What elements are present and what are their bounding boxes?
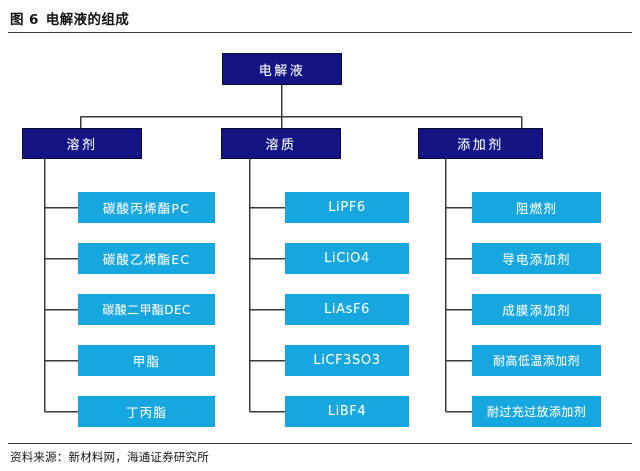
figure-title-text: 电解液的组成 [45, 12, 130, 28]
leaf-additive-3[interactable]: 成膜添加剂 [472, 294, 601, 325]
node-branch-additive-label: 添加剂 [457, 138, 504, 153]
node-branch-additive[interactable]: 添加剂 [418, 128, 543, 159]
node-root-label: 电解液 [258, 63, 306, 79]
leaf-solvent-1-label: 碳酸丙烯酯PC [102, 201, 191, 216]
page-title: 图 6 电解液的组成 [10, 8, 129, 28]
leaf-additive-2[interactable]: 导电添加剂 [472, 243, 601, 274]
leaf-solvent-1[interactable]: 碳酸丙烯酯PC [78, 192, 215, 223]
leaf-solute-5-label: LiBF4 [327, 404, 367, 419]
leaf-solvent-5-label: 丁丙脂 [125, 405, 168, 420]
leaf-solute-2[interactable]: LiClO4 [285, 243, 409, 274]
leaf-solvent-2-label: 碳酸乙烯酯EC [102, 252, 191, 267]
leaf-solute-1-label: LiPF6 [328, 200, 366, 215]
node-branch-solvent-label: 溶剂 [66, 138, 98, 153]
header-divider [8, 32, 632, 33]
node-root-electrolyte[interactable]: 电解液 [222, 53, 342, 85]
node-branch-solvent[interactable]: 溶剂 [22, 128, 142, 159]
leaf-solute-2-label: LiClO4 [324, 251, 370, 266]
leaf-solvent-3-label: 碳酸二甲酯DEC [102, 303, 191, 317]
leaf-additive-5[interactable]: 耐过充过放添加剂 [472, 396, 601, 427]
figure-source: 资料来源：新材料网，海通证券研究所 [10, 450, 209, 464]
leaf-solute-4[interactable]: LiCF3SO3 [285, 345, 409, 376]
leaf-additive-1-label: 阻燃剂 [515, 201, 558, 216]
node-branch-solute[interactable]: 溶质 [221, 128, 341, 159]
node-branch-solute-label: 溶质 [265, 138, 297, 153]
figure-header: 图 6 电解液的组成 [8, 8, 632, 34]
leaf-additive-4[interactable]: 耐高低温添加剂 [472, 345, 601, 376]
leaf-additive-5-label: 耐过充过放添加剂 [486, 405, 587, 419]
leaf-additive-3-label: 成膜添加剂 [502, 303, 571, 318]
leaf-additive-2-label: 导电添加剂 [502, 252, 571, 267]
leaf-solute-5[interactable]: LiBF4 [285, 396, 409, 427]
leaf-solute-1[interactable]: LiPF6 [285, 192, 409, 223]
leaf-solute-3[interactable]: LiAsF6 [285, 294, 409, 325]
leaf-solvent-4[interactable]: 甲脂 [78, 345, 215, 376]
leaf-additive-1[interactable]: 阻燃剂 [472, 192, 601, 223]
leaf-solvent-5[interactable]: 丁丙脂 [78, 396, 215, 427]
footer-divider [8, 443, 632, 444]
leaf-solvent-2[interactable]: 碳酸乙烯酯EC [78, 243, 215, 274]
figure-number: 图 6 [10, 12, 39, 28]
leaf-additive-4-label: 耐高低温添加剂 [493, 354, 580, 368]
leaf-solvent-4-label: 甲脂 [132, 354, 161, 369]
leaf-solute-4-label: LiCF3SO3 [313, 353, 381, 368]
leaf-solvent-3[interactable]: 碳酸二甲酯DEC [78, 294, 215, 325]
leaf-solute-3-label: LiAsF6 [324, 302, 370, 317]
